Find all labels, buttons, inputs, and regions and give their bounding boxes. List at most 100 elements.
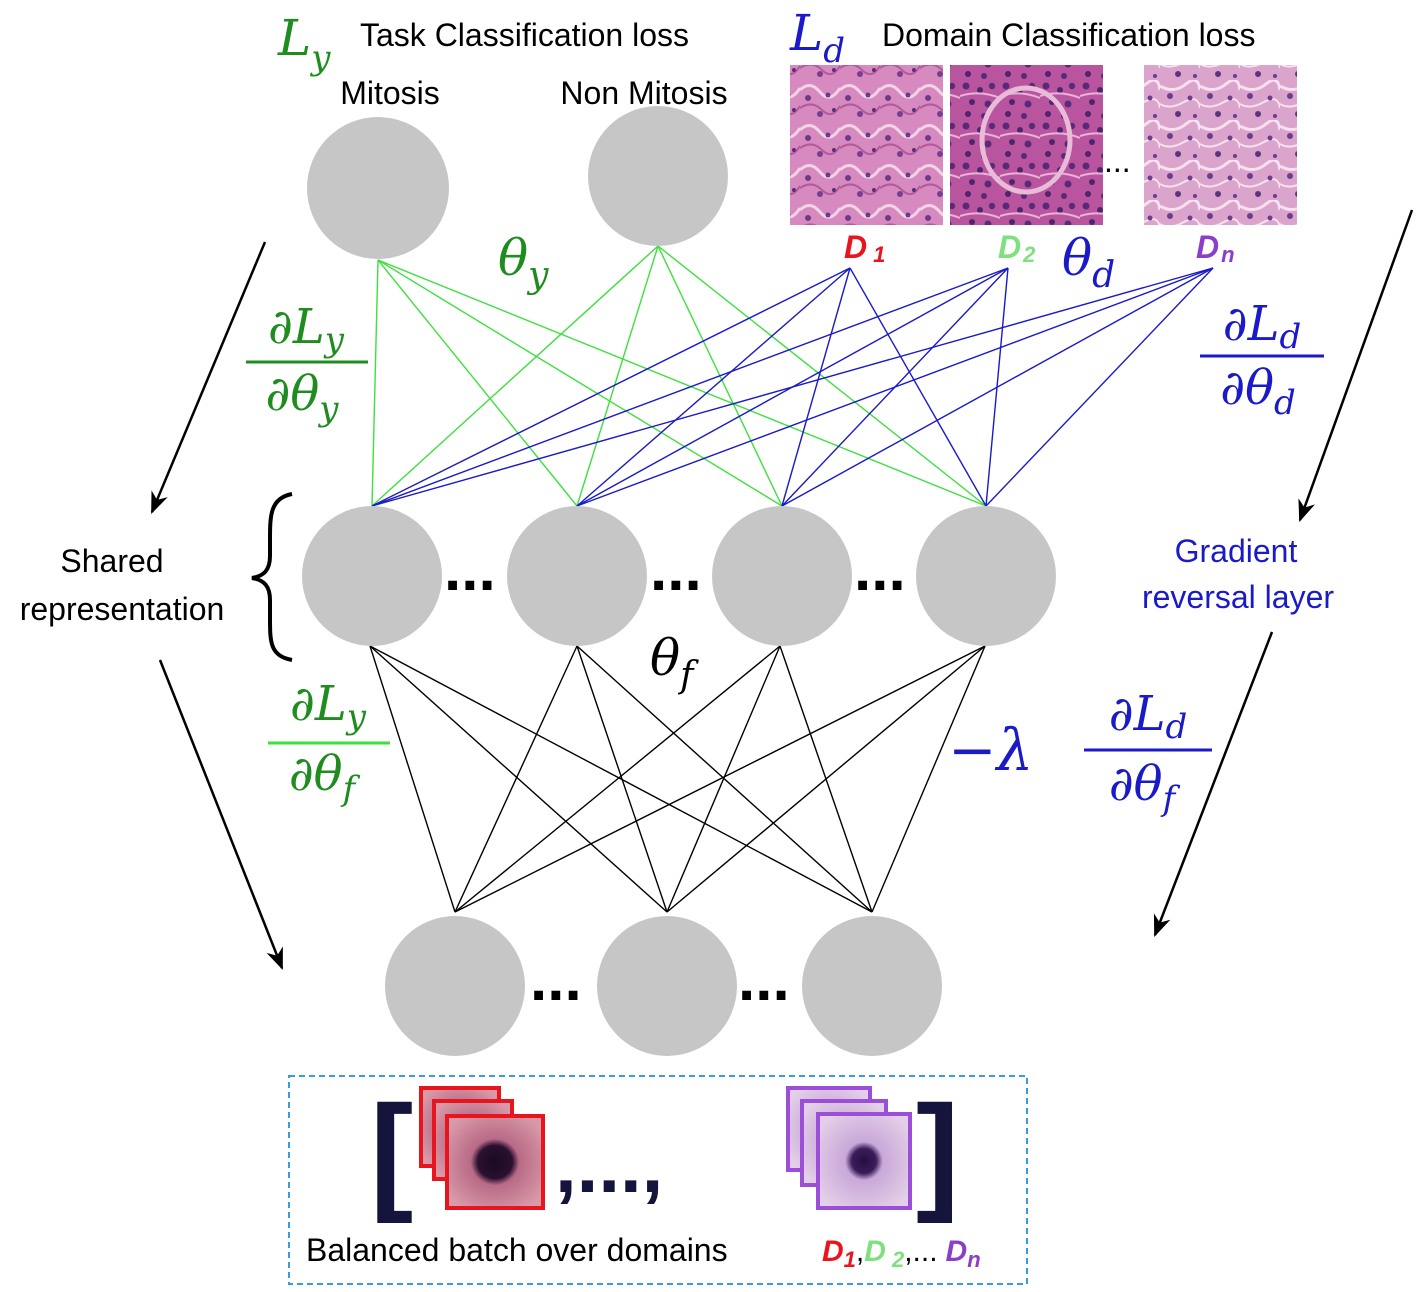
shared-label-line1: Shared	[60, 543, 163, 579]
input-node	[802, 916, 942, 1056]
hidden-node	[712, 506, 852, 646]
hidden-node	[916, 506, 1056, 646]
domain-connection-line	[371, 267, 1009, 507]
domain-1-patch-stack	[419, 1086, 545, 1210]
domain-connection-line	[576, 267, 851, 507]
gradient-dLy-dthetay: ∂Ly ∂θy	[246, 299, 368, 429]
gradient-flow-arrows	[150, 209, 1414, 971]
domain-connection-line	[576, 267, 1214, 507]
task-loss-symbol: Ly	[277, 9, 331, 78]
batch-caption: Balanced batch over domains	[306, 1232, 728, 1268]
feature-connection-line	[454, 645, 781, 913]
domain-loss-header: Ld Domain Classification loss	[789, 4, 1255, 71]
fraction-numerator: ∂Ly	[290, 676, 367, 737]
feature-connection-line	[666, 645, 781, 913]
gradient-neg-lambda-dLd-dthetaf: −λ ∂Ld ∂θf	[948, 686, 1212, 819]
fraction-numerator: ∂Ld	[1109, 686, 1187, 747]
domain-loss-symbol: Ld	[789, 4, 845, 71]
shared-representation-brace	[251, 492, 293, 662]
feature-connection-line	[576, 645, 873, 913]
gradient-reversal-label: Gradient reversal layer	[1142, 533, 1334, 615]
output-node-mitosis	[307, 117, 449, 259]
input-ellipsis: ...	[530, 945, 582, 1014]
fraction-numerator: ∂Ld	[1223, 296, 1301, 357]
domain-connection-line	[781, 267, 851, 507]
domain-connection-line	[985, 267, 1214, 507]
fraction-denominator: ∂θy	[266, 366, 340, 429]
domain-1-tissue-image	[790, 65, 943, 225]
arrow-right-lower	[1153, 631, 1274, 938]
output-node-non-mitosis	[588, 106, 728, 246]
batch-open-bracket: [	[370, 1078, 413, 1224]
input-ellipsis: ...	[738, 945, 790, 1014]
feature-connection-line	[871, 645, 986, 913]
hidden-ellipsis: ...	[444, 535, 496, 604]
hidden-node	[507, 506, 647, 646]
task-connection-line	[576, 245, 659, 507]
task-loss-label: Task Classification loss	[360, 17, 689, 53]
feature-connection-line	[369, 645, 456, 913]
arrow-left-lower	[158, 659, 284, 971]
fraction-denominator: ∂θf	[1109, 756, 1181, 819]
feature-connection-line	[369, 645, 668, 913]
batch-caption-text: Balanced batch over domains	[306, 1232, 728, 1268]
arrow-right-upper	[1298, 209, 1414, 523]
domain-connection-line	[781, 267, 1214, 507]
domain-thumbnails: ...	[790, 65, 1297, 225]
batch-close-bracket: ]	[916, 1078, 959, 1224]
domain-connection-line	[371, 267, 1214, 507]
hidden-ellipsis: ...	[854, 535, 906, 604]
batch-separator: ,...,	[555, 1121, 663, 1209]
task-connection-line	[371, 259, 379, 507]
domain-thumbnails-ellipsis: ...	[1104, 143, 1131, 179]
domain-n-tissue-image	[1144, 65, 1297, 225]
feature-extractor-connections	[369, 645, 986, 913]
tissue-gland	[979, 85, 1073, 195]
domain-label-dn: Dn	[1196, 229, 1235, 267]
task-connection-line	[377, 259, 987, 507]
task-loss-header: Ly Task Classification loss Mitosis Non …	[277, 9, 728, 111]
feature-connection-line	[369, 645, 873, 913]
input-node	[385, 916, 525, 1056]
domain-label-d2: D2	[998, 229, 1036, 267]
task-connection-line	[377, 259, 578, 507]
feature-connection-line	[454, 645, 578, 913]
theta-y-label: θy	[498, 229, 549, 296]
feature-connection-line	[666, 645, 986, 913]
domain-connection-line	[849, 267, 987, 507]
batch-dashed-box	[288, 1075, 1028, 1285]
neg-lambda: −λ	[948, 716, 1033, 784]
fraction-denominator: ∂θd	[1220, 360, 1295, 423]
fraction-numerator: ∂Ly	[268, 299, 345, 360]
theta-f-label: θf	[650, 629, 699, 696]
input-node	[597, 916, 737, 1056]
hidden-ellipsis: ...	[650, 535, 702, 604]
domain-2-tissue-image	[950, 65, 1103, 225]
task-connection-line	[371, 245, 659, 507]
grl-label-line1: Gradient	[1175, 533, 1298, 569]
shared-label-line2: representation	[20, 591, 225, 627]
shared-representation-label: Shared representation	[20, 543, 225, 627]
hidden-node	[302, 506, 442, 646]
task-connection-line	[377, 259, 783, 507]
grl-label-line2: reversal layer	[1142, 579, 1334, 615]
task-connection-line	[657, 245, 987, 507]
theta-d-label: θd	[1062, 229, 1115, 296]
domain-connection-line	[371, 267, 851, 507]
balanced-batch-panel: [ ,..., ] Balanced batch over domains D1…	[288, 1075, 1028, 1285]
arrow-left-upper	[150, 241, 267, 515]
task-classifier-connections	[371, 245, 987, 507]
domain-loss-label: Domain Classification loss	[882, 17, 1255, 53]
gradient-dLd-dthetad: ∂Ld ∂θd	[1200, 296, 1324, 423]
fraction-denominator: ∂θf	[289, 746, 361, 809]
domain-n-patch-stack	[786, 1086, 912, 1210]
feature-connection-line	[576, 645, 668, 913]
class-label-non-mitosis: Non Mitosis	[560, 75, 727, 111]
gradient-dLy-dthetaf: ∂Ly ∂θf	[268, 676, 390, 809]
domain-classifier-connections	[371, 267, 1214, 507]
feature-connection-line	[454, 645, 986, 913]
class-label-mitosis: Mitosis	[340, 75, 440, 111]
